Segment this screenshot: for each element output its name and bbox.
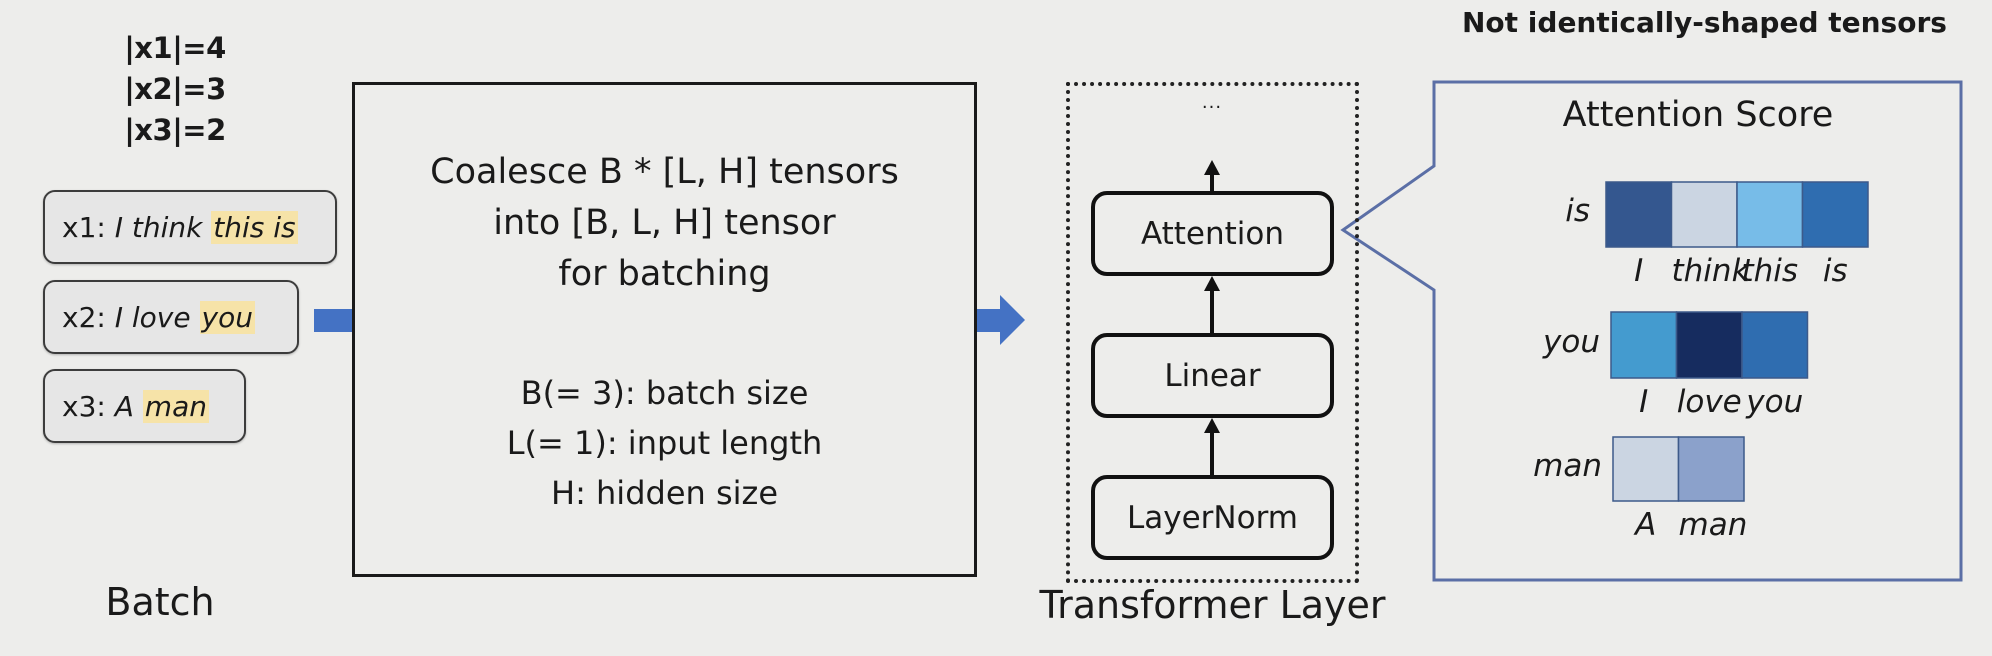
coalesce-line: Coalesce B * [L, H] tensors (430, 152, 899, 192)
heatmap-cell-is-is (1801, 181, 1869, 248)
query-label-man: man (1533, 448, 1602, 484)
batch-item-x3[interactable]: x3: A man (43, 369, 246, 443)
heatmap-cell-is-I (1605, 181, 1673, 248)
transformer-layer-caption: Transformer Layer (1039, 583, 1386, 627)
batch-item-highlight: you (199, 300, 255, 334)
coalesce-box: Coalesce B * [L, H] tensors into [B, L, … (352, 82, 977, 577)
key-label: love (1676, 384, 1742, 420)
batch-item-highlight: this is (211, 210, 298, 244)
query-label-you: you (1543, 324, 1600, 360)
heatmap-cell-you-you (1741, 311, 1809, 379)
heatmap-cell-you-love (1675, 311, 1743, 379)
coalesce-description: Coalesce B * [L, H] tensors into [B, L, … (355, 147, 974, 300)
param-input-length: L(= 1): input length (506, 424, 823, 462)
key-label: is (1822, 253, 1848, 289)
module-linear[interactable]: Linear (1091, 333, 1334, 418)
batch-item-prefix: x3: (62, 389, 106, 423)
param-batch-size: B(= 3): batch size (520, 374, 809, 412)
shape-note: Not identically-shaped tensors (1462, 6, 1947, 39)
module-attention[interactable]: Attention (1091, 191, 1334, 276)
heatmap-cell-is-think (1670, 181, 1738, 248)
sequence-lengths: |x1|=4 |x2|=3 |x3|=2 (100, 28, 250, 151)
arrow-to-transformer (942, 295, 1025, 345)
length-x2: |x2|=3 (124, 72, 226, 106)
key-label: think (1671, 253, 1750, 289)
batch-item-prefix: x1: (62, 210, 106, 244)
attention-heatmap (1605, 181, 1869, 502)
batch-item-x1[interactable]: x1: I think this is (43, 190, 337, 264)
param-hidden-size: H: hidden size (551, 474, 778, 512)
key-label: you (1746, 384, 1804, 420)
batch-item-tokens: I love (114, 300, 191, 334)
batch-item-prefix: x2: (62, 300, 106, 334)
batch-item-x2[interactable]: x2: I love you (43, 280, 299, 354)
query-label-is: is (1565, 193, 1590, 229)
module-layernorm[interactable]: LayerNorm (1091, 475, 1334, 560)
batch-item-tokens: A (114, 389, 134, 423)
coalesce-line: into [B, L, H] tensor (493, 203, 836, 243)
more-layers-ellipsis: ... (1201, 92, 1223, 113)
heatmap-cell-man-A (1612, 436, 1680, 502)
heatmap-cell-you-I (1610, 311, 1678, 379)
coalesce-parameters: B(= 3): batch size L(= 1): input length … (355, 368, 974, 518)
transformer-layer-box (1066, 82, 1359, 583)
heatmap-cell-man-man (1677, 436, 1745, 502)
batch-caption: Batch (105, 580, 215, 624)
attention-score-title: Attention Score (1562, 95, 1834, 135)
key-label: I (1634, 253, 1644, 289)
flow-arrows (1204, 160, 1220, 475)
batch-item-highlight: man (142, 389, 209, 423)
batch-item-tokens: I think (114, 210, 203, 244)
key-label: man (1678, 507, 1748, 543)
length-x3: |x3|=2 (124, 113, 226, 147)
heatmap-cell-is-this (1736, 181, 1804, 248)
key-label: this (1741, 253, 1799, 289)
key-label: I (1639, 384, 1649, 420)
coalesce-line: for batching (558, 254, 771, 294)
length-x1: |x1|=4 (124, 31, 226, 65)
key-label: A (1635, 507, 1657, 543)
